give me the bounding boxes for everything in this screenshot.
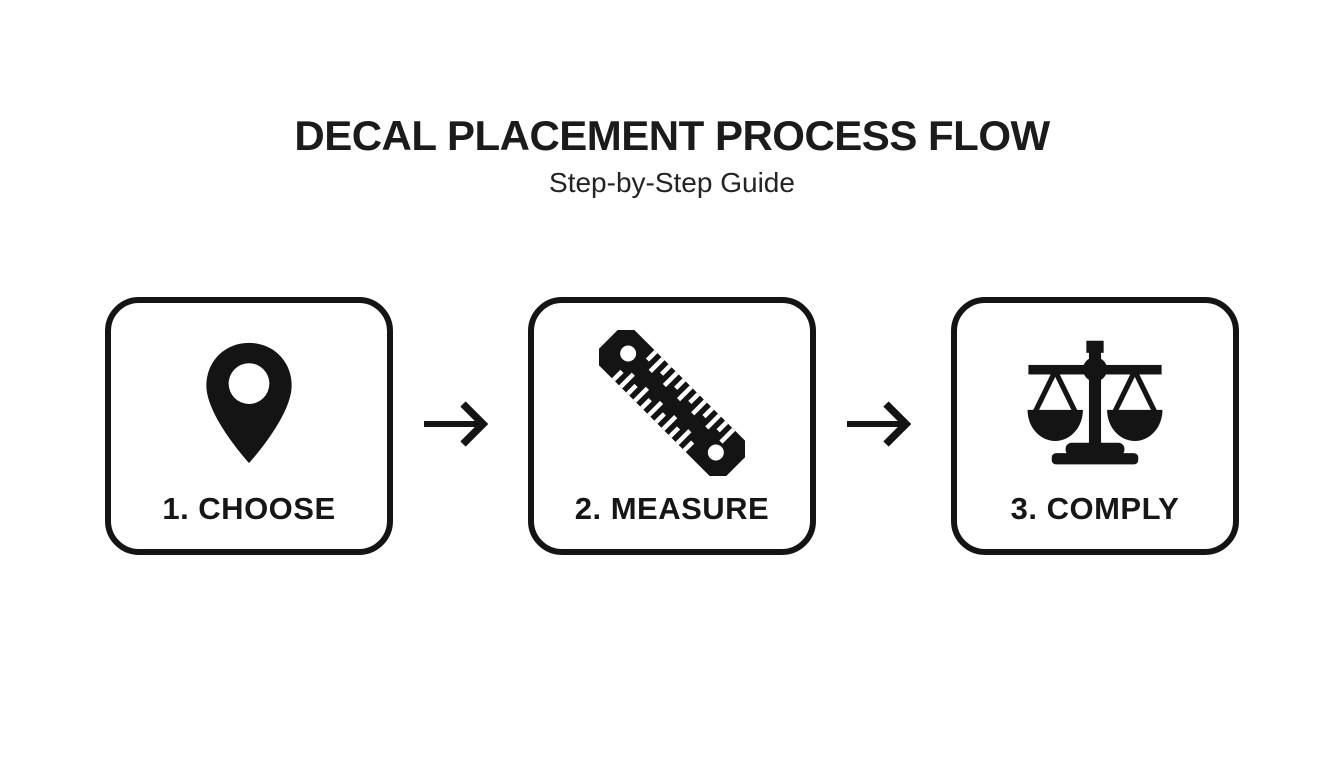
step-icon-zone bbox=[590, 321, 754, 485]
flow-connector bbox=[816, 396, 951, 457]
location-pin-icon bbox=[200, 340, 298, 471]
diagram-header: DECAL PLACEMENT PROCESS FLOW Step-by-Ste… bbox=[0, 0, 1344, 199]
step-box-measure: 2. MEASURE bbox=[528, 297, 816, 556]
step-label-choose: 1. CHOOSE bbox=[162, 491, 336, 527]
step-icon-zone bbox=[1017, 325, 1173, 485]
page-title: DECAL PLACEMENT PROCESS FLOW bbox=[294, 112, 1050, 159]
ruler-icon bbox=[590, 321, 754, 484]
step-box-choose: 1. CHOOSE bbox=[105, 297, 393, 556]
step-label-measure: 2. MEASURE bbox=[574, 491, 770, 527]
page-subtitle: Step-by-Step Guide bbox=[549, 167, 795, 199]
step-box-comply: 3. COMPLY bbox=[951, 297, 1239, 556]
flow-connector bbox=[393, 396, 528, 457]
step-label-comply: 3. COMPLY bbox=[1010, 491, 1180, 527]
step-icon-zone bbox=[200, 325, 298, 485]
arrow-right-icon bbox=[844, 396, 924, 457]
process-flow: 1. CHOOSE bbox=[0, 297, 1344, 556]
arrow-right-icon bbox=[421, 396, 501, 457]
scales-of-justice-icon bbox=[1017, 339, 1173, 472]
